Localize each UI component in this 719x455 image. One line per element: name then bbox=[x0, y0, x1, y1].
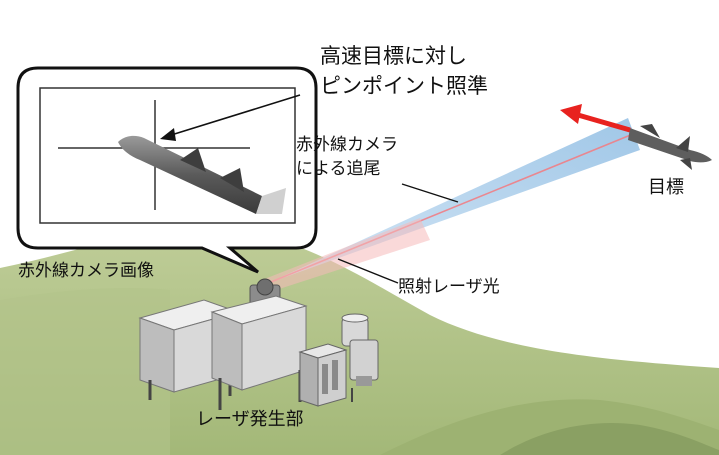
target-direction-arrow bbox=[560, 104, 631, 133]
laser-light-leader bbox=[337, 258, 399, 284]
ir-tracking-leader bbox=[401, 183, 459, 203]
laser-generator-units bbox=[138, 295, 379, 410]
target-label: 目標 bbox=[648, 177, 684, 198]
laser-glow bbox=[262, 218, 430, 292]
callout-pointer-arrow bbox=[160, 94, 301, 141]
ir-tracking-label-line2: による追尾 bbox=[296, 159, 381, 179]
callout-title-line2: ピンポイント照準 bbox=[320, 74, 488, 98]
ir-camera-image-callout bbox=[16, 66, 318, 274]
callout-title-line1: 高速目標に対し bbox=[320, 44, 467, 68]
laser-generator-label: レーザ発生部 bbox=[196, 409, 304, 430]
target-missile bbox=[628, 124, 712, 170]
ir-tracking-label-line1: 赤外線カメラ bbox=[296, 135, 398, 155]
laser-light-label: 照射レーザ光 bbox=[398, 277, 500, 297]
camera-missile-image bbox=[118, 135, 286, 214]
ir-image-label: 赤外線カメラ画像 bbox=[18, 261, 154, 281]
